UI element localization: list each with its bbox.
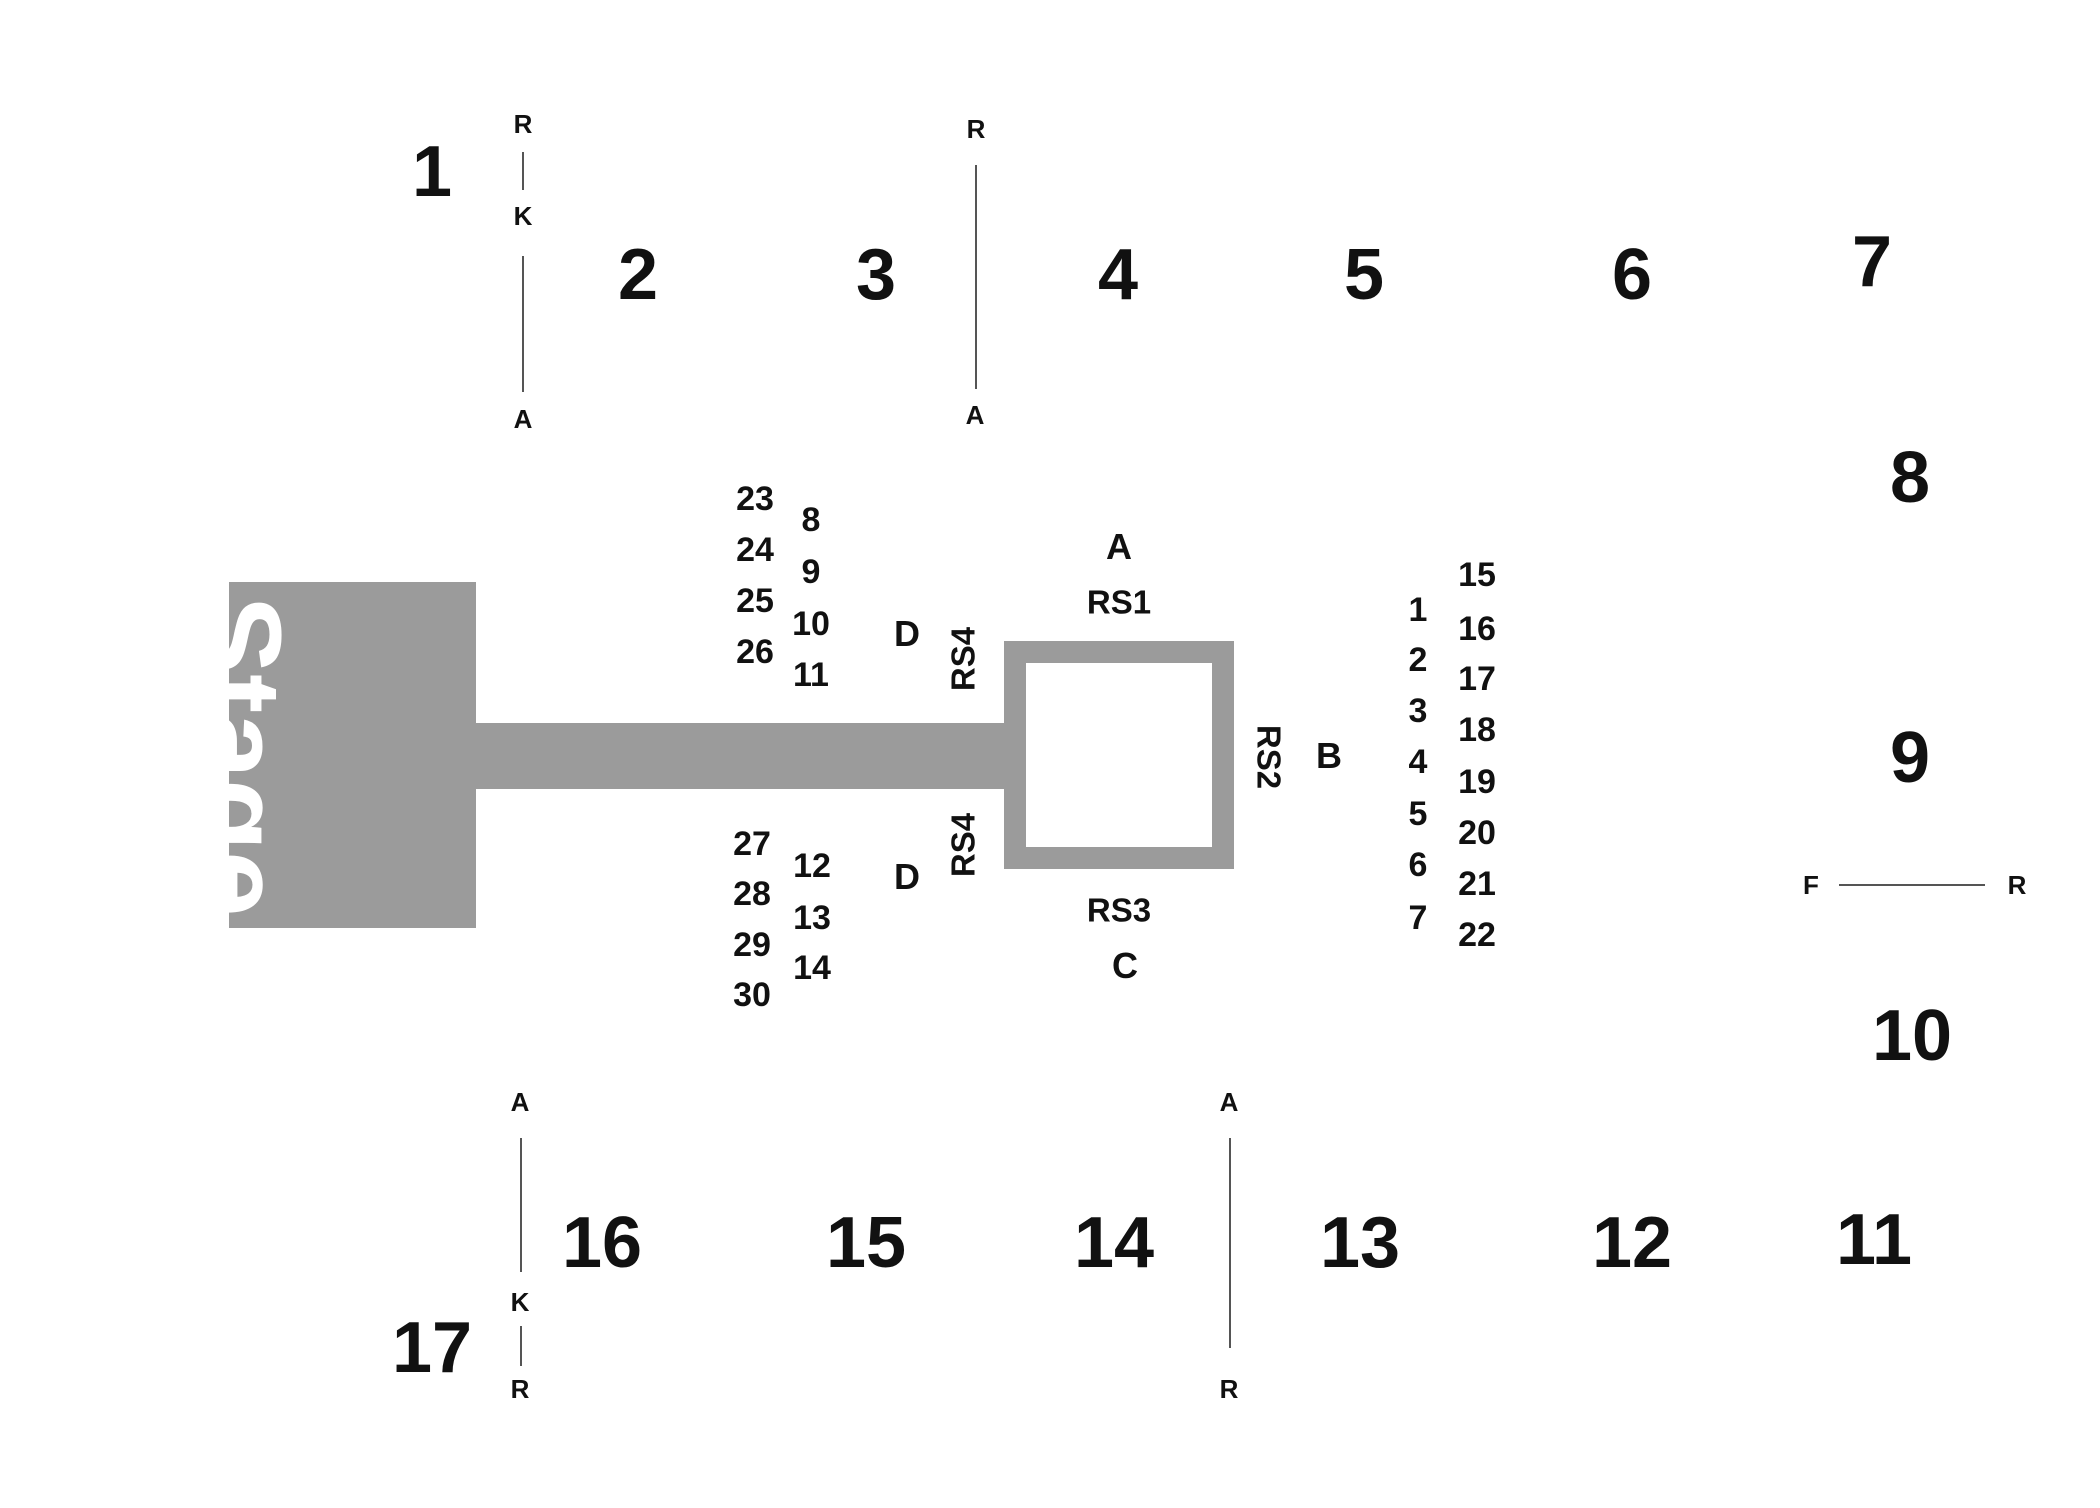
floor-seat-29[interactable]: 29 xyxy=(733,926,771,964)
row-marker-top-center-a: A xyxy=(965,400,985,430)
floor-seat-r3[interactable]: 3 xyxy=(1408,692,1428,730)
zone-b[interactable]: B xyxy=(1316,735,1342,776)
row-marker-top-left-r: R xyxy=(513,109,533,139)
row-marker-bottom-left-k: K xyxy=(510,1287,530,1317)
floor-seat-r21[interactable]: 21 xyxy=(1458,865,1496,903)
row-marker-top-left-a: A xyxy=(513,404,533,434)
floor-seat-r2[interactable]: 2 xyxy=(1408,641,1428,679)
section-bottom-13[interactable]: 13 xyxy=(1319,1203,1401,1283)
floor-seat-r22[interactable]: 22 xyxy=(1458,916,1496,954)
floor-seat-23[interactable]: 23 xyxy=(736,480,774,518)
zone-d-bottom[interactable]: D xyxy=(894,856,920,897)
section-bottom-11[interactable]: 11 xyxy=(1835,1200,1913,1280)
floor-seat-24[interactable]: 24 xyxy=(736,531,774,569)
section-top-7[interactable]: 7 xyxy=(1851,222,1893,302)
section-bottom-16[interactable]: 16 xyxy=(561,1203,643,1283)
floor-seat-9[interactable]: 9 xyxy=(801,553,821,591)
section-top-2[interactable]: 2 xyxy=(617,235,659,315)
rs4-top-label[interactable]: RS4 xyxy=(944,626,982,692)
floor-seat-28[interactable]: 28 xyxy=(733,875,771,913)
floor-seat-r16[interactable]: 16 xyxy=(1458,610,1496,648)
stage-block: Stage xyxy=(229,582,476,928)
section-right-10[interactable]: 10 xyxy=(1871,996,1953,1076)
row-marker-line xyxy=(522,256,524,392)
section-bottom-15[interactable]: 15 xyxy=(825,1203,907,1283)
row-marker-bottom-center-a: A xyxy=(1219,1087,1239,1117)
floor-seat-r4[interactable]: 4 xyxy=(1408,743,1428,781)
section-right-9[interactable]: 9 xyxy=(1889,718,1931,798)
section-right-8[interactable]: 8 xyxy=(1889,438,1931,518)
stage-label: Stage xyxy=(229,595,305,917)
row-marker-line xyxy=(520,1138,522,1272)
floor-seat-25[interactable]: 25 xyxy=(736,582,774,620)
rs3-label[interactable]: RS3 xyxy=(1086,891,1152,929)
floor-seat-r19[interactable]: 19 xyxy=(1458,763,1496,801)
floor-seat-8[interactable]: 8 xyxy=(801,501,821,539)
row-marker-line xyxy=(975,165,977,389)
floor-seat-14[interactable]: 14 xyxy=(793,949,831,987)
row-marker-bottom-left-r: R xyxy=(510,1374,530,1404)
zone-c[interactable]: C xyxy=(1112,945,1138,986)
row-marker-top-left-k: K xyxy=(513,201,533,231)
rs4-bottom-label[interactable]: RS4 xyxy=(944,812,982,878)
section-bottom-17[interactable]: 17 xyxy=(391,1308,473,1388)
floor-seat-13[interactable]: 13 xyxy=(793,899,831,937)
floor-seat-r20[interactable]: 20 xyxy=(1458,814,1496,852)
floor-seat-10[interactable]: 10 xyxy=(792,605,830,643)
section-top-6[interactable]: 6 xyxy=(1611,235,1653,315)
section-bottom-12[interactable]: 12 xyxy=(1591,1203,1673,1283)
row-marker-right-r: R xyxy=(2007,870,2027,900)
ring-stage xyxy=(1004,641,1234,869)
rs1-label[interactable]: RS1 xyxy=(1086,583,1152,621)
section-bottom-14[interactable]: 14 xyxy=(1073,1203,1155,1283)
row-marker-line xyxy=(520,1326,522,1366)
zone-d-top[interactable]: D xyxy=(894,613,920,654)
floor-seat-12[interactable]: 12 xyxy=(793,847,831,885)
rs2-label[interactable]: RS2 xyxy=(1250,724,1288,790)
floor-seat-30[interactable]: 30 xyxy=(733,976,771,1014)
section-top-4[interactable]: 4 xyxy=(1097,235,1139,315)
floor-seat-r17[interactable]: 17 xyxy=(1458,660,1496,698)
runway xyxy=(476,723,1006,789)
floor-seat-r6[interactable]: 6 xyxy=(1408,846,1428,884)
floor-seat-r18[interactable]: 18 xyxy=(1458,711,1496,749)
row-marker-bottom-left-a: A xyxy=(510,1087,530,1117)
section-top-5[interactable]: 5 xyxy=(1343,235,1385,315)
floor-seat-26[interactable]: 26 xyxy=(736,633,774,671)
row-marker-top-center-r: R xyxy=(966,114,986,144)
row-marker-bottom-center-r: R xyxy=(1219,1374,1239,1404)
floor-seat-r5[interactable]: 5 xyxy=(1408,795,1428,833)
floor-seat-r15[interactable]: 15 xyxy=(1458,556,1496,594)
floor-seat-27[interactable]: 27 xyxy=(733,825,771,863)
floor-seat-11[interactable]: 11 xyxy=(793,656,829,694)
row-marker-line xyxy=(522,152,524,190)
section-top-3[interactable]: 3 xyxy=(855,235,897,315)
row-marker-right-f: F xyxy=(1803,870,1819,900)
floor-seat-r7[interactable]: 7 xyxy=(1408,899,1428,937)
section-top-1[interactable]: 1 xyxy=(411,132,453,212)
row-marker-line xyxy=(1839,884,1985,886)
row-marker-line xyxy=(1229,1138,1231,1348)
zone-a[interactable]: A xyxy=(1106,526,1132,567)
floor-seat-r1[interactable]: 1 xyxy=(1408,591,1428,629)
